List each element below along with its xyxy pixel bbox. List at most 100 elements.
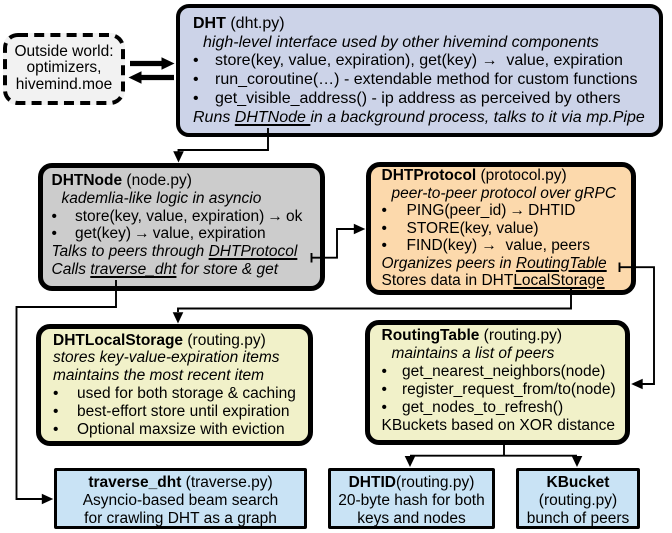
text-line: •get_nearest_neighbors(node) [382, 363, 626, 381]
text-line: •store(key, value, expiration) → ok [52, 208, 321, 226]
text-segment: best-effort store until expiration [77, 403, 290, 421]
text-line: 20-byte hash for both [331, 492, 492, 510]
text-line: • get(key) → value, expiration [52, 225, 321, 243]
text-line: stores key-value-expiration items [53, 349, 308, 367]
text-segment: DHTProtocol [381, 167, 477, 184]
bullet-dot: • [51, 225, 57, 243]
arrow-dht-to-outside [128, 71, 174, 84]
text-segment: get_nearest_neighbors(node) [402, 363, 606, 380]
text-segment: (dht.py) [225, 15, 285, 32]
bullet-dot: • [51, 207, 57, 225]
text-segment: traverse_dht [90, 260, 177, 278]
text-segment: register_request_from/to(node) [402, 381, 616, 398]
text-segment: Talks to peers through [51, 243, 209, 261]
text-line: • Optional maxsize with eviction [53, 421, 308, 439]
text-line: keys and nodes [331, 510, 492, 528]
bullet-dot: • [53, 385, 59, 403]
dhtnode-box: DHTNode (node.py)kademlia-like logic in … [38, 163, 325, 291]
text-segment: get(key) → value, expiration [75, 225, 266, 243]
text-segment: for store & get [176, 260, 279, 278]
bullet-dot: • [381, 381, 387, 398]
routingtable-box: RoutingTable (routing.py)maintains a lis… [365, 320, 630, 445]
text-segment: 20-byte hash for both [338, 491, 485, 509]
text-segment: optimizers, [26, 59, 102, 77]
text-line: Talks to peers through DHTProtocol [52, 243, 321, 261]
text-line: Stores data in DHTLocalStorage [382, 272, 632, 290]
text-segment: maintains the most recent item [53, 367, 265, 385]
text-segment: get_nodes_to_refresh() [402, 399, 564, 416]
text-segment: Asyncio-based beam search [82, 491, 279, 509]
text-line: DHTLocalStorage (routing.py) [53, 332, 308, 350]
text-line: • best-effort store until expiration [53, 403, 308, 421]
text-segment: bunch of peers [526, 509, 630, 527]
text-line: KBucket [519, 474, 637, 492]
bullet-dot: • [53, 403, 59, 421]
text-segment: DHTNode [51, 172, 123, 189]
text-segment: run_coroutine(…) - extendable method for… [215, 71, 638, 89]
bullet-dot: • [381, 399, 387, 416]
text-line: • get_nodes_to_refresh() [382, 399, 626, 417]
bullet-dot: • [381, 219, 387, 237]
text-segment: peer-to-peer protocol over gRPC [391, 184, 617, 202]
text-segment: (protocol.py) [476, 167, 567, 184]
text-line: DHTID(routing.py) [331, 474, 492, 492]
text-line: • store(key, value, expiration), get(key)… [193, 52, 659, 71]
text-line: Outside world: [3, 42, 125, 61]
text-line: for crawling DHT as a graph [57, 510, 304, 528]
text-line: Organizes peers in RoutingTable [382, 255, 632, 273]
text-segment: Calls [51, 260, 91, 278]
bullet-dot: • [193, 71, 199, 89]
text-segment: Optional maxsize with eviction [77, 421, 285, 439]
text-segment: maintains a list of peers [391, 345, 555, 362]
bullet-dot: • [53, 421, 59, 439]
dhtprotocol-box: DHTProtocol (protocol.py)peer-to-peer pr… [366, 162, 636, 295]
outside-world-box: Outside world:optimizers,hivemind.moe [3, 33, 125, 105]
text-line: •FIND(key) → value, peers [382, 237, 632, 255]
text-line: DHT (dht.py) [193, 15, 659, 34]
text-line: •used for both storage & caching [53, 385, 308, 403]
text-segment: (traverse.py) [181, 473, 273, 491]
text-line: •PING(peer_id) → DHTID [382, 202, 632, 220]
text-segment: DHT [193, 15, 226, 32]
text-segment: PING(peer_id) → DHTID [406, 202, 576, 219]
text-line: KBuckets based on XOR distance [382, 417, 626, 435]
text-segment: hivemind.moe [15, 76, 113, 94]
text-line: kademlia-like logic in asyncio [52, 190, 321, 208]
text-line: Runs DHTNode in a background process, ta… [193, 109, 659, 128]
text-segment: DHTProtocol [208, 243, 298, 261]
text-line: • run_coroutine(…) - extendable method fo… [193, 71, 659, 90]
text-segment: store(key, value, expiration), get(key) … [215, 52, 623, 70]
bullet-dot: • [193, 89, 199, 107]
text-segment: DHTNode [234, 108, 311, 126]
text-line: maintains the most recent item [53, 367, 308, 385]
text-segment: LocalStorage [513, 272, 605, 289]
text-line: RoutingTable (routing.py) [382, 327, 626, 345]
text-segment: for crawling DHT as a graph [84, 509, 277, 527]
arrow-outside-to-dht [130, 57, 175, 70]
text-line: DHTProtocol (protocol.py) [382, 167, 632, 185]
text-segment: Organizes peers in [381, 254, 516, 272]
text-segment: DHTID [348, 473, 396, 491]
dht-box: DHT (dht.py)high-level interface used by… [176, 4, 663, 137]
text-line: • register_request_from/to(node) [382, 381, 626, 399]
bullet-dot: • [193, 52, 199, 70]
text-segment: (node.py) [122, 172, 192, 189]
kbucket-box: KBucket(routing.py)bunch of peers [516, 468, 640, 529]
text-segment: STORE(key, value) [406, 219, 539, 237]
text-segment: KBuckets based on XOR distance [381, 417, 616, 434]
traverse-dht-box: traverse_dht (traverse.py)Asyncio-based … [54, 468, 307, 529]
text-segment: Stores data in DHT [381, 272, 514, 289]
text-segment: DHTLocalStorage [53, 331, 184, 349]
text-segment: (routing.py) [395, 473, 475, 491]
text-line: peer-to-peer protocol over gRPC [382, 185, 632, 203]
dhtlocalstorage-box: DHTLocalStorage (routing.py)stores key-v… [36, 324, 313, 446]
text-segment: stores key-value-expiration items [53, 349, 280, 367]
text-line: traverse_dht (traverse.py) [57, 474, 304, 492]
text-segment: RoutingTable [515, 254, 607, 272]
text-line: Asyncio-based beam search [57, 492, 304, 510]
text-segment: Outside world: [14, 42, 114, 60]
text-line: high-level interface used by other hivem… [193, 34, 659, 53]
text-segment: high-level interface used by other hivem… [203, 33, 599, 51]
